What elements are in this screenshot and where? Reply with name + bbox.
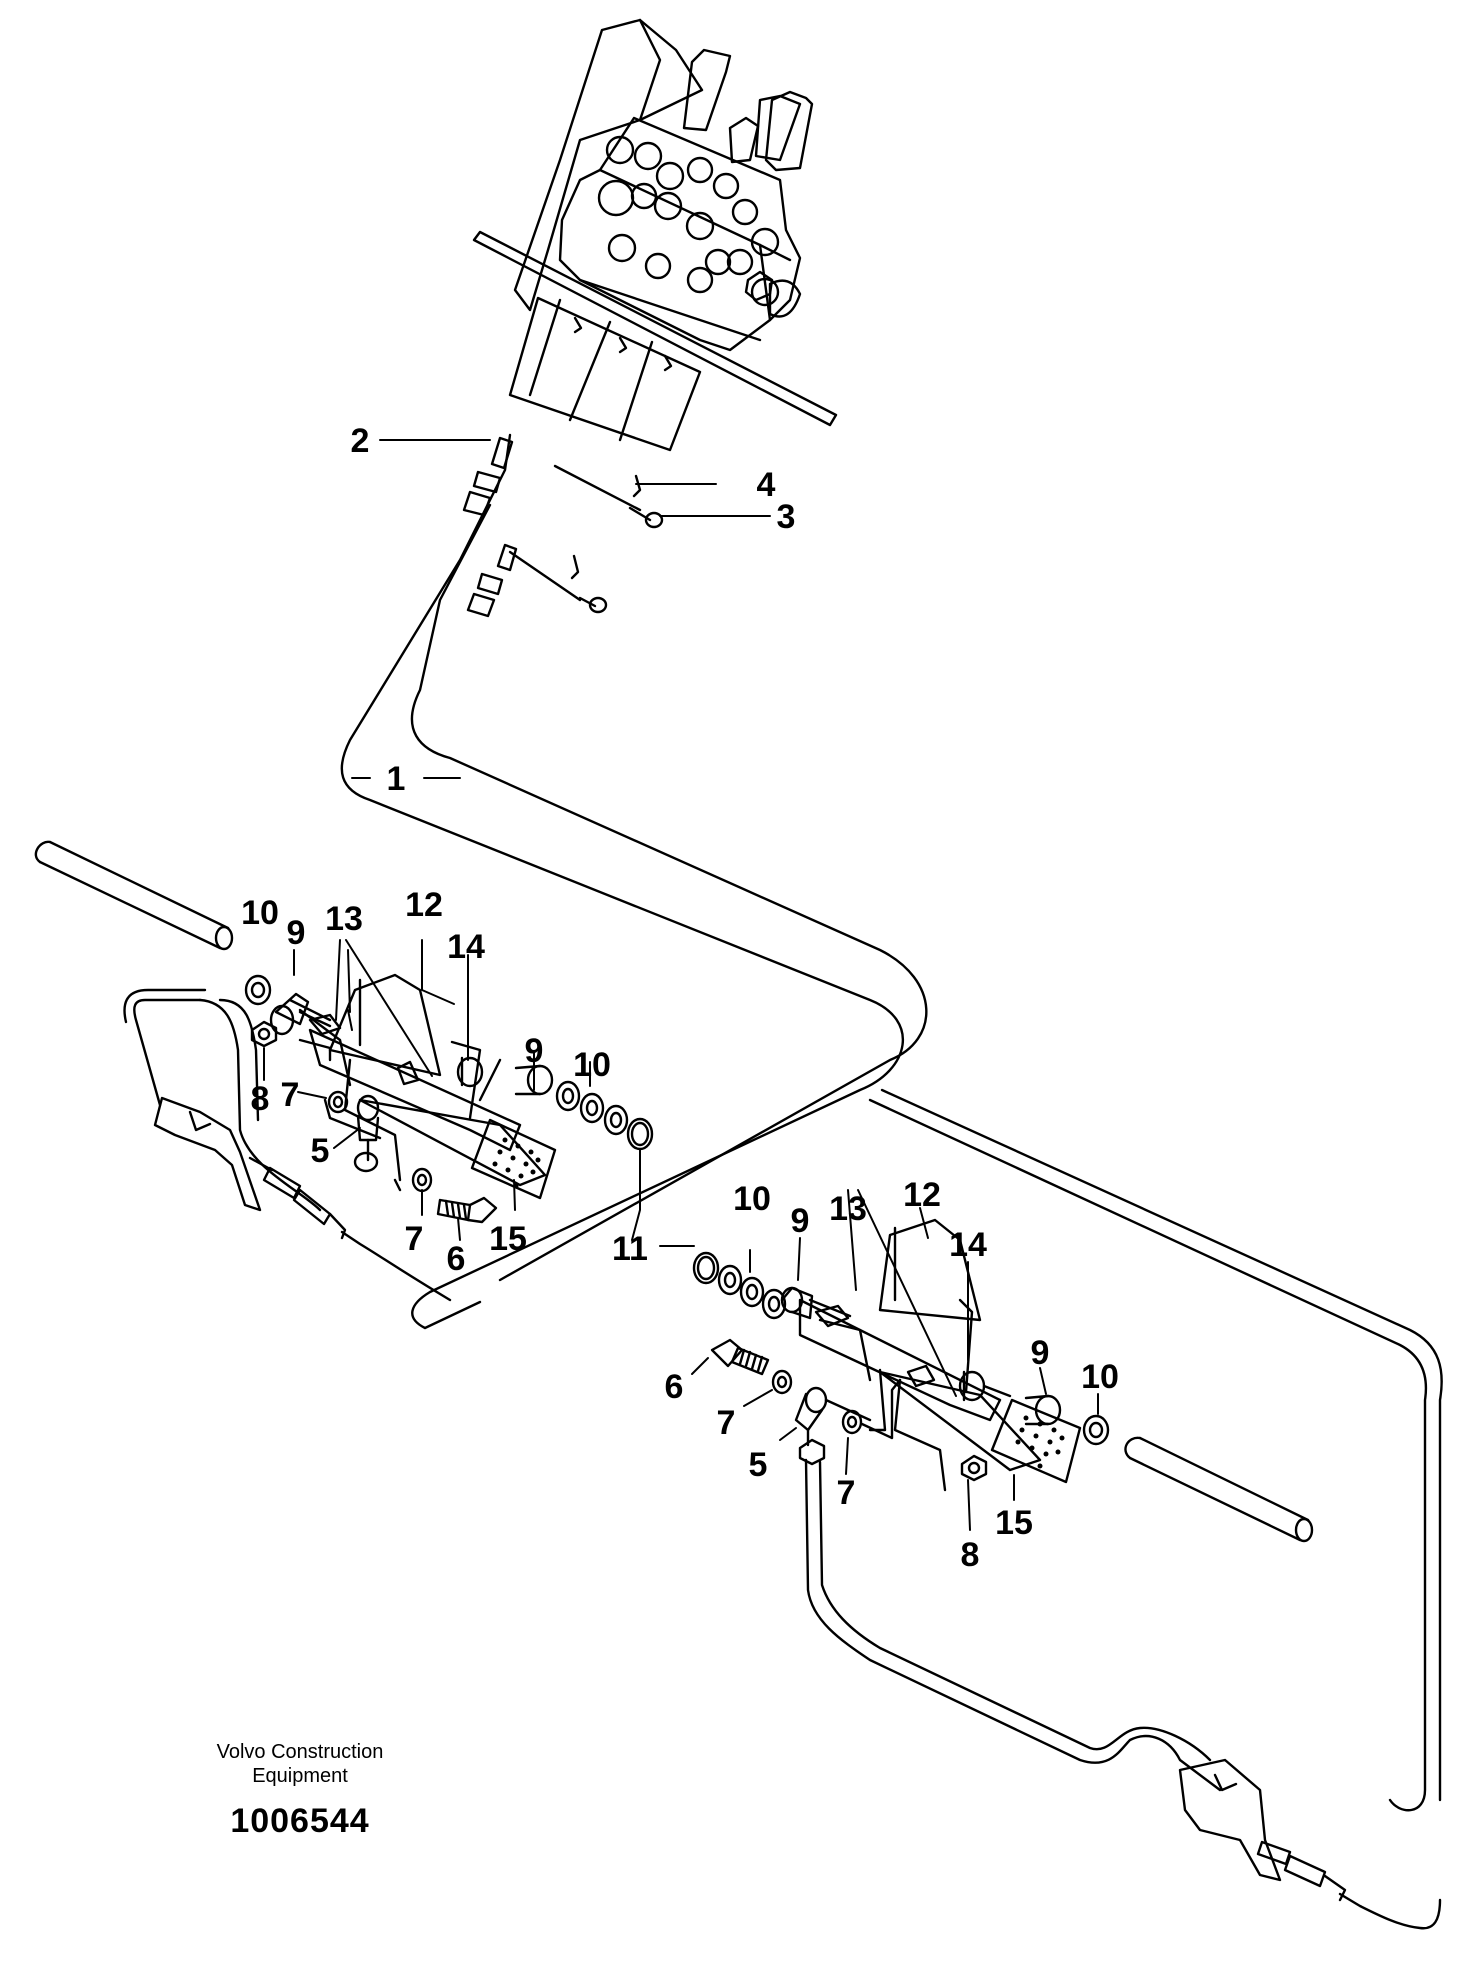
callout-10-right-right: 10 [1081, 1358, 1119, 1396]
floor-rod-right [1124, 1436, 1314, 1543]
washer-item-10-right [1082, 1414, 1110, 1446]
brand-name-line1: Volvo Construction [216, 1741, 384, 1763]
bolt-item-6-left [436, 1196, 498, 1224]
nut-item-8-left [250, 1020, 278, 1048]
pin-item-3 [578, 506, 664, 614]
bushing-item-9-left-right [478, 1058, 554, 1102]
callout-9-right-left: 9 [791, 1202, 810, 1240]
washer-item-7-left-b [411, 1167, 433, 1193]
washer-item-7-right-a [771, 1369, 793, 1395]
callout-8-right: 8 [961, 1536, 980, 1574]
callout-13-left: 13 [325, 900, 363, 938]
callout-5-left: 5 [311, 1132, 330, 1170]
brand-name-line2: Equipment [252, 1765, 348, 1787]
callout-2: 2 [351, 422, 370, 460]
callout-labels: 2 4 3 1 10 9 13 12 14 8 9 10 7 5 7 6 15 … [241, 422, 1119, 1574]
cable-end-fitting-2 [466, 543, 582, 618]
callout-12-right: 12 [903, 1176, 941, 1214]
callout-9-left-top: 9 [287, 914, 306, 952]
callout-5-right: 5 [749, 1446, 768, 1484]
callout-7-left-a: 7 [281, 1076, 300, 1114]
callout-7-right-b: 7 [837, 1474, 856, 1512]
leader-lines [263, 439, 1099, 1531]
control-cable-left-loop [123, 988, 452, 1302]
callout-10-right-left: 10 [733, 1180, 771, 1218]
drawing-number: 1006544 [230, 1802, 370, 1840]
washer-item-7-right-b [841, 1378, 902, 1440]
callout-6-left: 6 [447, 1240, 466, 1278]
callout-9-left-right: 9 [525, 1032, 544, 1070]
washers-item-10-left [555, 1080, 629, 1136]
rod-end-item-5-right [794, 1386, 872, 1466]
washers-item-10-right [717, 1264, 787, 1320]
callout-8-left: 8 [251, 1080, 270, 1118]
floor-rod-left [34, 840, 234, 951]
circlip-item-11-left [626, 1117, 654, 1151]
callout-3: 3 [777, 498, 796, 536]
control-cable-upper [340, 433, 1443, 1812]
bushing-item-9-right-right [982, 1384, 1062, 1426]
callout-7-right-a: 7 [717, 1404, 736, 1442]
washer-item-7-left-a [327, 1090, 349, 1114]
callout-10-left-right: 10 [573, 1046, 611, 1084]
callout-12-left: 12 [405, 886, 443, 924]
bolt-item-6-right [710, 1338, 770, 1376]
pedal-assembly-left [288, 973, 557, 1200]
callout-4: 4 [757, 466, 776, 504]
callout-14-right: 14 [949, 1226, 987, 1264]
control-valve-assembly [472, 18, 838, 452]
bushing-item-9-left-top [269, 992, 332, 1036]
callout-9-right-right: 9 [1031, 1334, 1050, 1372]
cable-end-fitting-1 [462, 436, 642, 517]
nut-item-8-right [960, 1454, 988, 1482]
drawing-caption: Volvo Construction Equipment 1006544 [140, 1740, 460, 1841]
control-cable-right-loop [804, 1458, 1442, 1930]
callout-15-left: 15 [489, 1220, 527, 1258]
callout-1: 1 [387, 760, 406, 798]
callout-11: 11 [612, 1230, 648, 1268]
callout-6-right: 6 [665, 1368, 684, 1406]
circlip-item-11-right [692, 1251, 720, 1285]
clip-item-4 [570, 474, 642, 580]
bushing-item-9-right-left [780, 1286, 852, 1320]
washer-item-10-left-top [244, 974, 272, 1006]
callout-7-left-b: 7 [405, 1220, 424, 1258]
callout-10-left: 10 [241, 894, 279, 932]
callout-14-left: 14 [447, 928, 485, 966]
callout-15-right: 15 [995, 1504, 1033, 1542]
callout-13-right: 13 [829, 1190, 867, 1228]
